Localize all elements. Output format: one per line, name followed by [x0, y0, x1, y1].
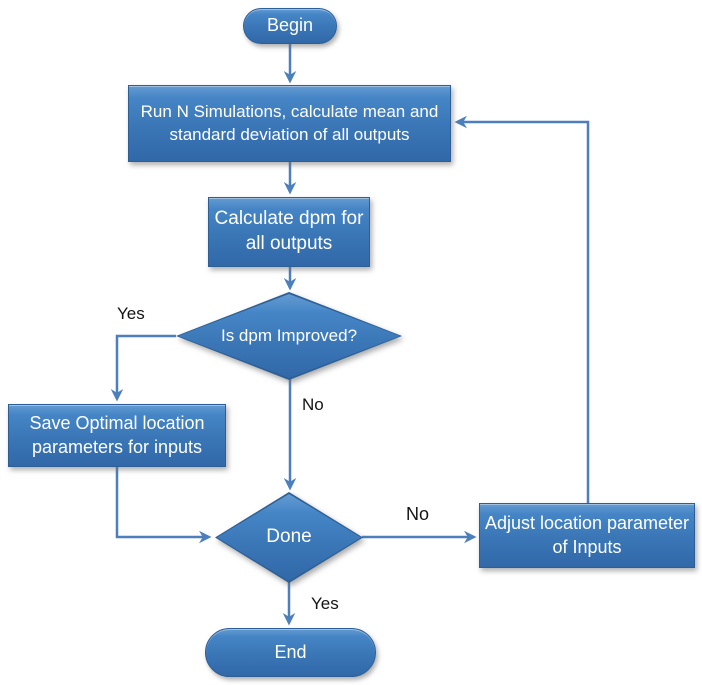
edge-label-improved-yes: Yes — [117, 304, 145, 323]
node-end: End — [205, 628, 376, 677]
node-save-optimal: Save Optimal location parameters for inp… — [8, 404, 226, 467]
edge-label-improved-no: No — [302, 395, 324, 414]
edge-improved-save — [110, 334, 176, 402]
node-is-dpm-improved: Is dpm Improved? — [176, 292, 402, 380]
node-adjust-location: Adjust location parameter of Inputs — [479, 503, 695, 568]
edge-save-done — [115, 467, 212, 544]
node-save-optimal-label: Save Optimal location parameters for inp… — [29, 413, 205, 457]
node-begin: Begin — [243, 8, 337, 44]
node-end-label: End — [274, 641, 307, 662]
node-calculate-dpm: Calculate dpm for all outputs — [208, 197, 370, 267]
node-done-label: Done — [266, 526, 312, 548]
edge-label-done-no: No — [406, 504, 430, 524]
node-run-simulations: Run N Simulations, calculate mean and st… — [128, 85, 451, 162]
node-done: Done — [215, 492, 363, 583]
node-adjust-location-label: Adjust location parameter of Inputs — [484, 513, 690, 557]
node-calculate-dpm-label: Calculate dpm for all outputs — [214, 208, 364, 254]
node-run-simulations-label: Run N Simulations, calculate mean and st… — [140, 102, 439, 144]
node-is-dpm-improved-label: Is dpm Improved? — [220, 325, 358, 345]
node-begin-label: Begin — [266, 15, 314, 36]
edge-label-done-yes: Yes — [311, 594, 339, 613]
edge-adjust-run — [454, 115, 590, 503]
